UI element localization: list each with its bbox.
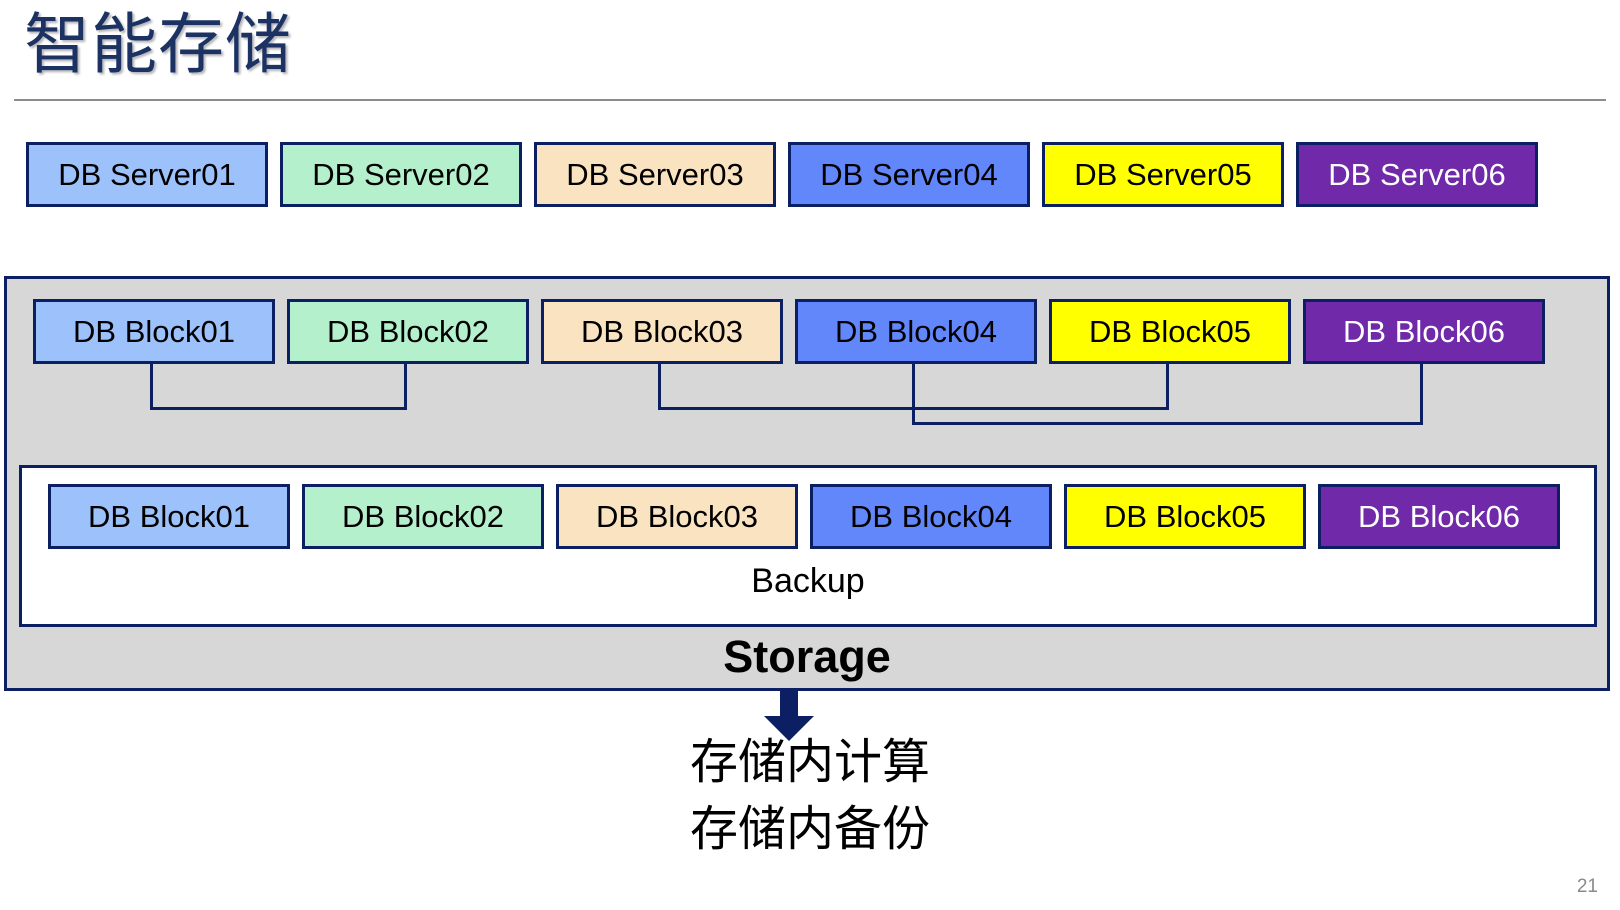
- storage-container: DB Block01 DB Block02 DB Block03 DB Block04…: [4, 276, 1610, 741]
- db-server-label: DB Server06: [1328, 156, 1506, 192]
- title-divider: [14, 99, 1606, 101]
- backup-label: Backup: [751, 562, 865, 600]
- connector-vertical: [150, 364, 153, 410]
- connector-bridge: [912, 422, 1423, 425]
- db-block-primary-label: DB Block02: [327, 313, 489, 349]
- db-server-label: DB Server02: [312, 156, 490, 192]
- db-server-label: DB Server03: [566, 156, 744, 192]
- db-block-primary-label: DB Block01: [73, 313, 235, 349]
- db-server-label: DB Server04: [820, 156, 998, 192]
- db-server-1[interactable]: DB Server01: [26, 142, 268, 207]
- connector-vertical: [1420, 364, 1423, 425]
- db-server-3[interactable]: DB Server03: [534, 142, 776, 207]
- db-block-backup-2[interactable]: DB Block02: [302, 484, 544, 549]
- db-block-primary-label: DB Block04: [835, 313, 997, 349]
- db-block-primary-2[interactable]: DB Block02: [287, 299, 529, 364]
- db-block-primary-6[interactable]: DB Block06: [1303, 299, 1545, 364]
- db-block-primary-5[interactable]: DB Block05: [1049, 299, 1291, 364]
- connector-bridge: [150, 407, 407, 410]
- page-number: 21: [1576, 876, 1598, 897]
- db-block-backup-label: DB Block06: [1358, 498, 1520, 534]
- backup-container: DB Block01 DB Block02 DB Block03 DB Block04…: [19, 465, 1597, 627]
- db-block-primary-label: DB Block05: [1089, 313, 1251, 349]
- db-block-backup-label: DB Block02: [342, 498, 504, 534]
- connector-vertical: [404, 364, 407, 410]
- connector-vertical: [912, 364, 915, 425]
- connector-vertical: [1166, 364, 1169, 410]
- caption-in-storage-backup: 存储内备份: [689, 803, 930, 856]
- db-block-backup-4[interactable]: DB Block04: [810, 484, 1052, 549]
- page-title: 智能存储: [24, 7, 292, 81]
- storage-label: Storage: [723, 631, 891, 682]
- connector-vertical: [658, 364, 661, 410]
- db-block-primary-label: DB Block03: [581, 313, 743, 349]
- down-arrow-icon: [759, 691, 819, 741]
- db-block-backup-1[interactable]: DB Block01: [48, 484, 290, 549]
- db-block-primary-4[interactable]: DB Block04: [795, 299, 1037, 364]
- db-server-2[interactable]: DB Server02: [280, 142, 522, 207]
- db-block-backup-label: DB Block05: [1104, 498, 1266, 534]
- db-block-primary-label: DB Block06: [1343, 313, 1505, 349]
- db-block-backup-label: DB Block01: [88, 498, 250, 534]
- db-block-backup-6[interactable]: DB Block06: [1318, 484, 1560, 549]
- db-block-backup-label: DB Block04: [850, 498, 1012, 534]
- db-server-6[interactable]: DB Server06: [1296, 142, 1538, 207]
- db-server-label: DB Server01: [58, 156, 236, 192]
- db-block-primary-1[interactable]: DB Block01: [33, 299, 275, 364]
- db-server-label: DB Server05: [1074, 156, 1252, 192]
- db-server-5[interactable]: DB Server05: [1042, 142, 1284, 207]
- db-block-backup-5[interactable]: DB Block05: [1064, 484, 1306, 549]
- db-server-4[interactable]: DB Server04: [788, 142, 1030, 207]
- db-block-backup-3[interactable]: DB Block03: [556, 484, 798, 549]
- caption-in-storage-compute: 存储内计算: [689, 736, 930, 789]
- db-block-primary-3[interactable]: DB Block03: [541, 299, 783, 364]
- db-block-backup-label: DB Block03: [596, 498, 758, 534]
